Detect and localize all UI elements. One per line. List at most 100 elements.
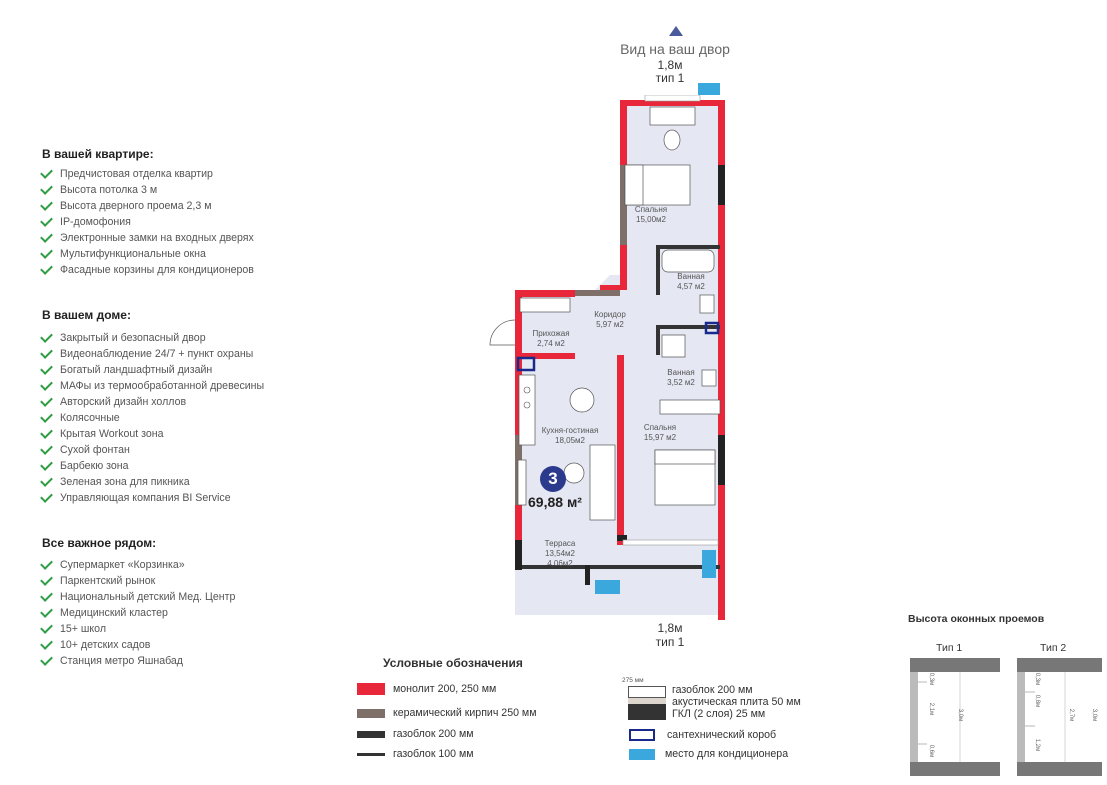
- check-icon: [40, 346, 53, 359]
- list-item: Станция метро Яшнабад: [40, 653, 235, 669]
- list-item: Фасадные корзины для кондиционеров: [40, 262, 254, 278]
- check-icon: [40, 378, 53, 391]
- duct-swatch: [629, 729, 655, 741]
- t1-dim-0: 0,3м: [928, 672, 935, 686]
- monolith-swatch: [357, 683, 385, 695]
- list-item: МАФы из термообработанной древесины: [40, 378, 264, 394]
- feature-list-house: Закрытый и безопасный двор Видеонаблюден…: [40, 330, 264, 506]
- list-item: Богатый ландшафтный дизайн: [40, 362, 264, 378]
- list-item: 10+ детских садов: [40, 637, 235, 653]
- dim-275: 275 мм: [622, 677, 644, 684]
- view-label: Вид на ваш двор: [620, 41, 730, 57]
- ac-spot-top: [698, 83, 720, 95]
- check-icon: [40, 214, 53, 227]
- bottom-window-type: тип 1: [655, 635, 685, 649]
- list-item: IP-домофония: [40, 214, 254, 230]
- section-title-apartment: В вашей квартире:: [42, 147, 154, 161]
- check-icon: [40, 621, 53, 634]
- t2-dim-1: 0,8м: [1034, 694, 1041, 708]
- check-icon: [40, 589, 53, 602]
- check-icon: [40, 166, 53, 179]
- check-icon: [40, 330, 53, 343]
- list-item: 15+ школ: [40, 621, 235, 637]
- list-item: Национальный детский Мед. Центр: [40, 589, 235, 605]
- top-window-size: 1,8м: [657, 58, 683, 72]
- check-icon: [40, 410, 53, 423]
- t1-dim-3: 3,0м: [957, 708, 964, 722]
- check-icon: [40, 653, 53, 666]
- window-type1-label: Тип 1: [936, 642, 963, 654]
- list-item: Крытая Workout зона: [40, 426, 264, 442]
- check-icon: [40, 605, 53, 618]
- view-arrow-icon: [669, 26, 683, 36]
- t1-dim-1: 2,1м: [928, 702, 935, 716]
- legend-duct: сантехнический короб: [629, 729, 776, 741]
- list-item: Видеонаблюдение 24/7 + пункт охраны: [40, 346, 264, 362]
- window-type2-label: Тип 2: [1040, 642, 1067, 654]
- window-diagrams: [910, 658, 1102, 776]
- check-icon: [40, 573, 53, 586]
- gasblock200-swatch: [357, 730, 385, 738]
- check-icon: [40, 262, 53, 275]
- legend-monolith: монолит 200, 250 мм: [357, 683, 496, 695]
- list-item: Барбекю зона: [40, 458, 264, 474]
- check-icon: [40, 490, 53, 503]
- legend-gasblock100: газоблок 100 мм: [357, 748, 474, 760]
- list-item: Сухой фонтан: [40, 442, 264, 458]
- section-title-nearby: Все важное рядом:: [42, 536, 157, 550]
- list-item: Паркентский рынок: [40, 573, 235, 589]
- check-icon: [40, 362, 53, 375]
- check-icon: [40, 442, 53, 455]
- check-icon: [40, 230, 53, 243]
- list-item: Предчистовая отделка квартир: [40, 166, 254, 182]
- list-item: Медицинский кластер: [40, 605, 235, 621]
- list-item: Управляющая компания BI Service: [40, 490, 264, 506]
- check-icon: [40, 198, 53, 211]
- t2-dim-2: 1,2м: [1034, 738, 1041, 752]
- rooms-count-badge: 3: [540, 466, 566, 492]
- top-window-type: тип 1: [655, 71, 685, 85]
- composite-wall-swatch: [628, 686, 666, 720]
- check-icon: [40, 246, 53, 259]
- feature-list-apartment: Предчистовая отделка квартир Высота пото…: [40, 166, 254, 278]
- list-item: Колясочные: [40, 410, 264, 426]
- list-item: Закрытый и безопасный двор: [40, 330, 264, 346]
- t1-dim-2: 0,6м: [928, 744, 935, 758]
- check-icon: [40, 182, 53, 195]
- list-item: Зеленая зона для пикника: [40, 474, 264, 490]
- brick-swatch: [357, 708, 385, 718]
- list-item: Высота потолка 3 м: [40, 182, 254, 198]
- check-icon: [40, 458, 53, 471]
- t2-dim-3: 2,7м: [1068, 708, 1075, 722]
- bottom-window-size: 1,8м: [657, 621, 683, 635]
- legend-gasblock200: газоблок 200 мм: [357, 728, 474, 740]
- legend-brick: керамический кирпич 250 мм: [357, 707, 537, 719]
- check-icon: [40, 426, 53, 439]
- legend-title: Условные обозначения: [383, 656, 523, 670]
- list-item: Высота дверного проема 2,3 м: [40, 198, 254, 214]
- list-item: Супермаркет «Корзинка»: [40, 557, 235, 573]
- floor-plan: [489, 95, 725, 620]
- t2-dim-4: 3,0м: [1091, 708, 1098, 722]
- ac-swatch: [629, 748, 655, 760]
- list-item: Мультифункциональные окна: [40, 246, 254, 262]
- total-area: 69,88 м²: [528, 494, 582, 510]
- check-icon: [40, 637, 53, 650]
- legend-ac: место для кондиционера: [629, 748, 788, 760]
- list-item: Авторский дизайн холлов: [40, 394, 264, 410]
- check-icon: [40, 474, 53, 487]
- windows-title: Высота оконных проемов: [908, 613, 1045, 625]
- gasblock100-swatch: [357, 752, 385, 756]
- check-icon: [40, 557, 53, 570]
- composite-wall-labels: газоблок 200 мм акустическая плита 50 мм…: [672, 684, 801, 720]
- list-item: Электронные замки на входных дверях: [40, 230, 254, 246]
- section-title-house: В вашем доме:: [42, 308, 131, 322]
